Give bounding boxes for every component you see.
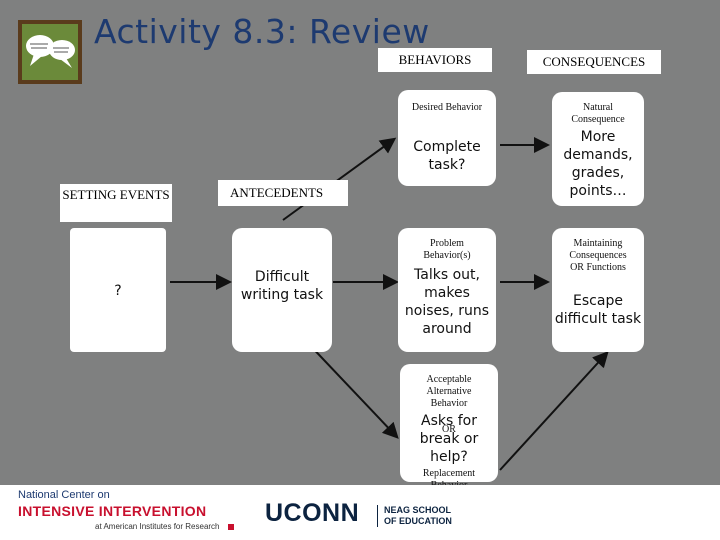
nci-line2: INTENSIVE INTERVENTION [18, 503, 207, 519]
setting-event-box: ? [70, 228, 166, 352]
natural-consequence-box: Natural Consequence More demands, grades… [552, 92, 644, 206]
footer: National Center on INTENSIVE INTERVENTIO… [0, 485, 720, 540]
uconn-logo: UCONN [265, 499, 360, 527]
page-title: Activity 8.3: Review [94, 12, 430, 51]
arrow-antecedent-to-alternative [304, 339, 399, 439]
speech-bubbles-logo-icon [18, 20, 82, 84]
neag-school-logo: NEAG SCHOOL OF EDUCATION [377, 505, 464, 527]
maintaining-consequence-box: Maintaining Consequences OR Functions Es… [552, 228, 644, 352]
setting-events-header: SETTING EVENTS [60, 184, 172, 222]
nci-line1: National Center on [18, 489, 110, 501]
desired-behavior-box: Desired Behavior Complete task? [398, 90, 496, 186]
consequences-header: CONSEQUENCES [527, 50, 661, 74]
antecedents-header: ANTECEDENTS [218, 180, 348, 206]
behaviors-header: BEHAVIORS [378, 48, 492, 72]
alternative-behavior-box: Acceptable Alternative Behavior Asks for… [400, 364, 498, 491]
nci-red-square-icon [228, 524, 234, 530]
problem-behavior-box: Problem Behavior(s) Talks out, makes noi… [398, 228, 496, 352]
antecedent-box: Difficult writing task [232, 228, 332, 352]
nci-line3: at American Institutes for Research [95, 522, 220, 531]
arrow-alternative-to-maintaining [499, 351, 609, 471]
